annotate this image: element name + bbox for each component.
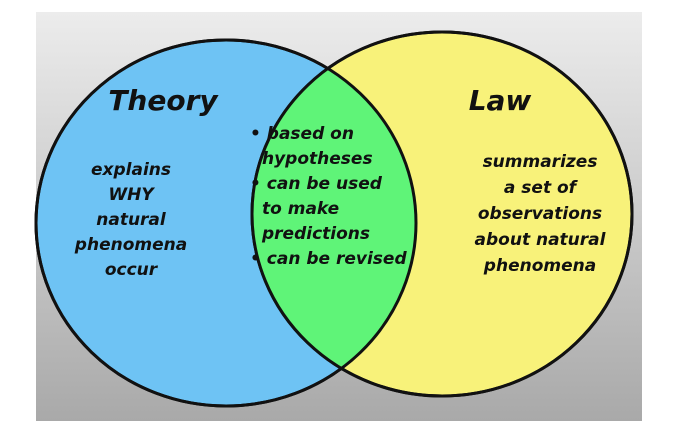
- theory-line: occur: [105, 260, 159, 280]
- overlap-line: • based on: [250, 124, 354, 144]
- theory-line: phenomena: [74, 235, 187, 255]
- law-description: summarizes a set of observations about n…: [475, 152, 607, 276]
- theory-line: WHY: [108, 185, 155, 205]
- overlap-description: • based on hypotheses • can be used to m…: [250, 124, 407, 269]
- overlap-line: hypotheses: [262, 149, 373, 169]
- law-title: Law: [469, 84, 532, 117]
- law-line: phenomena: [483, 256, 596, 276]
- overlap-line: • can be used: [250, 174, 383, 194]
- theory-title: Theory: [108, 84, 219, 117]
- law-circle-outline: [250, 30, 634, 398]
- law-line: summarizes: [483, 152, 598, 172]
- overlap-region: [252, 40, 416, 396]
- theory-circle-outline: [34, 38, 418, 408]
- law-line: about natural: [475, 230, 607, 250]
- law-line: observations: [478, 204, 602, 224]
- overlap-line: predictions: [261, 224, 370, 244]
- theory-description: explains WHY natural phenomena occur: [74, 160, 187, 280]
- overlap-line: • can be revised: [250, 249, 407, 269]
- theory-line: explains: [91, 160, 171, 180]
- law-line: a set of: [504, 178, 579, 198]
- theory-line: natural: [96, 210, 167, 230]
- overlap-line: to make: [262, 199, 339, 219]
